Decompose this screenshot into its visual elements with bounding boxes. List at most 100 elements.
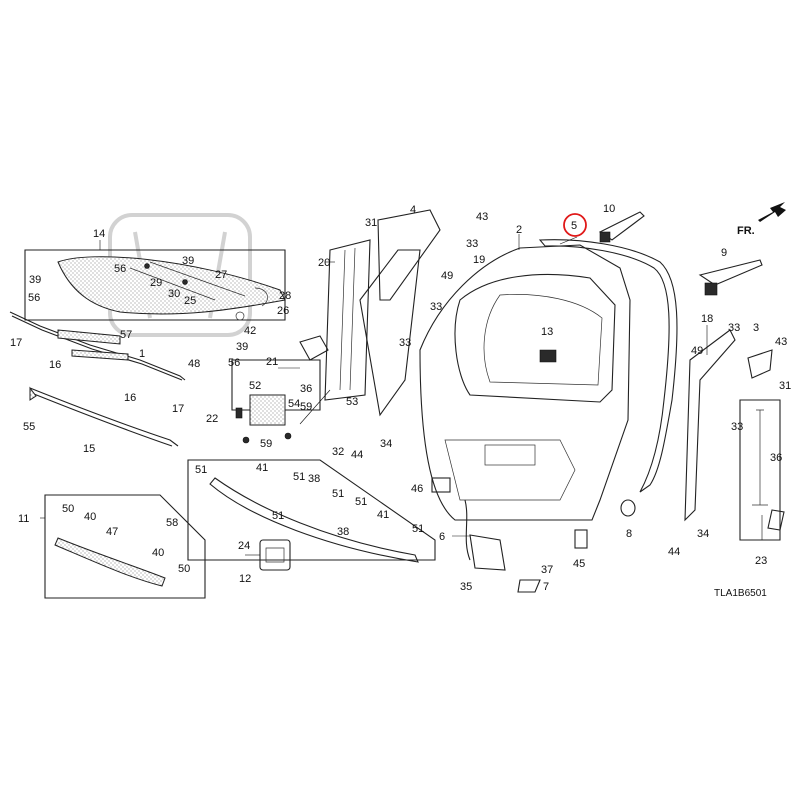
callout-11: 11 — [18, 513, 29, 525]
callout-43a: 43 — [476, 211, 488, 223]
callout-13: 13 — [541, 326, 553, 338]
callout-59a: 59 — [300, 401, 312, 413]
callout-3: 3 — [753, 322, 759, 334]
callout-36b: 36 — [770, 452, 782, 464]
callout-2: 2 — [516, 224, 522, 236]
callout-54: 54 — [288, 398, 300, 410]
lower-garnish — [29, 386, 179, 447]
callout-32: 32 — [332, 446, 344, 458]
callout-53: 53 — [346, 396, 358, 408]
callout-51d: 51 — [332, 488, 344, 500]
latch-and-lock — [431, 349, 636, 593]
callout-25: 25 — [184, 295, 196, 307]
callout-17b: 17 — [172, 403, 184, 415]
callout-6: 6 — [439, 531, 445, 543]
callout-29: 29 — [150, 277, 162, 289]
callout-50a: 50 — [62, 503, 74, 515]
callout-56b: 56 — [114, 263, 126, 275]
callout-49b: 49 — [691, 345, 703, 357]
callout-44b: 44 — [668, 546, 680, 558]
callout-51c: 51 — [272, 510, 284, 522]
callout-22: 22 — [206, 413, 218, 425]
callout-16a: 16 — [49, 359, 61, 371]
callout-14: 14 — [93, 228, 105, 240]
callout-39a: 39 — [29, 274, 41, 286]
callout-51a: 51 — [195, 464, 207, 476]
callout-59b: 59 — [260, 438, 272, 450]
callout-39b: 39 — [182, 255, 194, 267]
callout-37: 37 — [541, 564, 553, 576]
callout-1: 1 — [139, 348, 145, 360]
callout-51f: 51 — [412, 523, 424, 535]
callout-34a: 34 — [380, 438, 392, 450]
callout-46: 46 — [411, 483, 423, 495]
tailgate-hinge-strut — [299, 209, 441, 417]
callout-17a: 17 — [10, 337, 22, 349]
callout-16b: 16 — [124, 392, 136, 404]
callout-49a: 49 — [441, 270, 453, 282]
tailgate-door-panel — [419, 244, 631, 521]
callout-34b: 34 — [697, 528, 709, 540]
callout-7: 7 — [543, 581, 549, 593]
callout-56a: 56 — [28, 292, 40, 304]
callout-labels: 1 2 3 4 5 6 7 8 9 10 11 12 13 14 15 16 1… — [10, 203, 791, 593]
callout-12: 12 — [239, 573, 251, 585]
callout-57: 57 — [120, 329, 132, 341]
highlight-ring-part-5 — [563, 213, 587, 237]
callout-9: 9 — [721, 247, 727, 259]
tailgate-weatherstrip — [538, 239, 678, 493]
callout-33b: 33 — [430, 301, 442, 313]
callout-41a: 41 — [256, 462, 268, 474]
upper-garnish-moldings — [9, 311, 186, 381]
callout-36a: 36 — [300, 383, 312, 395]
callout-40a: 40 — [84, 511, 96, 523]
leader-lines — [40, 234, 763, 556]
callout-24: 24 — [238, 540, 250, 552]
callout-5: 5 — [571, 220, 577, 232]
callout-43b: 43 — [775, 336, 787, 348]
callout-23: 23 — [755, 555, 767, 567]
callout-26: 26 — [277, 305, 289, 317]
callout-27: 27 — [215, 269, 227, 281]
callout-50b: 50 — [178, 563, 190, 575]
callout-44a: 44 — [351, 449, 363, 461]
callout-4: 4 — [410, 204, 416, 216]
callout-33e: 33 — [731, 421, 743, 433]
callout-40b: 40 — [152, 547, 164, 559]
front-indicator-text: FR. — [737, 225, 755, 237]
callout-47: 47 — [106, 526, 118, 538]
emblem-garnish-box — [44, 494, 206, 599]
callout-33c: 33 — [399, 337, 411, 349]
callout-58: 58 — [166, 517, 178, 529]
callout-45: 45 — [573, 558, 585, 570]
callout-51b: 51 — [293, 471, 305, 483]
diagram-code: TLA1B6501 — [714, 588, 767, 599]
callout-8: 8 — [626, 528, 632, 540]
callout-55: 55 — [23, 421, 35, 433]
right-side-damper — [684, 329, 785, 541]
callout-20: 20 — [318, 257, 330, 269]
callout-15: 15 — [83, 443, 95, 455]
callout-39c: 39 — [236, 341, 248, 353]
callout-30: 30 — [168, 288, 180, 300]
callout-41b: 41 — [377, 509, 389, 521]
rear-light-unit — [231, 359, 321, 444]
callout-21: 21 — [266, 356, 278, 368]
callout-31b: 31 — [779, 380, 791, 392]
callout-19: 19 — [473, 254, 485, 266]
callout-51e: 51 — [355, 496, 367, 508]
callout-10: 10 — [603, 203, 615, 215]
callout-52: 52 — [249, 380, 261, 392]
callout-35: 35 — [460, 581, 472, 593]
spoiler-assembly — [24, 249, 286, 321]
callout-38a: 38 — [308, 473, 320, 485]
callout-42: 42 — [244, 325, 256, 337]
callout-56c: 56 — [228, 357, 240, 369]
upper-brackets — [598, 211, 763, 296]
callout-33d: 33 — [728, 322, 740, 334]
front-direction-arrow: FR. — [737, 202, 786, 237]
callout-48: 48 — [188, 358, 200, 370]
callout-28: 28 — [279, 290, 291, 302]
